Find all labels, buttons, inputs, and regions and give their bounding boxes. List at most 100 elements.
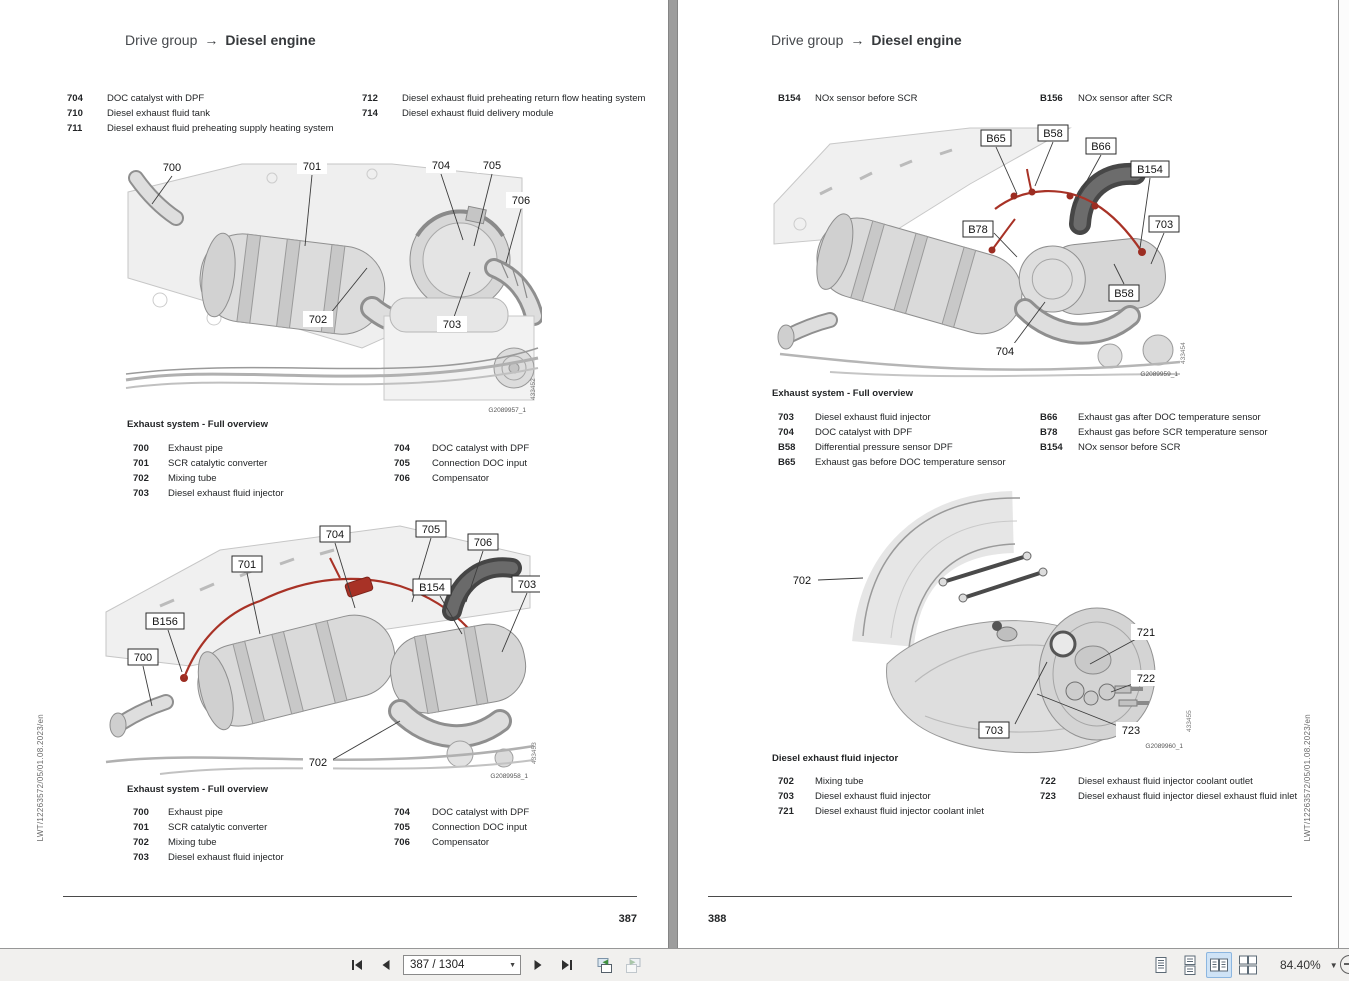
figure-ref: 433452 bbox=[530, 378, 537, 400]
first-page-button[interactable] bbox=[345, 953, 369, 977]
callout-702: 702 bbox=[303, 311, 333, 327]
legend-num: 703 bbox=[133, 488, 149, 499]
legend-label: NOx sensor before SCR bbox=[1078, 442, 1181, 453]
last-page-button[interactable] bbox=[555, 953, 579, 977]
zoom-out-button[interactable] bbox=[1340, 955, 1349, 974]
legend-label: Diesel exhaust fluid injector bbox=[815, 412, 931, 423]
legend-label: SCR catalytic converter bbox=[168, 822, 268, 833]
callout-700: 700 bbox=[157, 159, 187, 175]
doc-catalyst-art bbox=[1018, 238, 1166, 315]
callout-703: 703 bbox=[1148, 215, 1180, 233]
svg-text:B78: B78 bbox=[968, 224, 988, 236]
page-number-left: 387 bbox=[618, 913, 637, 925]
svg-text:703: 703 bbox=[518, 579, 536, 591]
zoom-dropdown-icon[interactable]: ▼ bbox=[1329, 960, 1338, 970]
callout-704: 704 bbox=[990, 343, 1020, 359]
page-dropdown-icon[interactable]: ▼ bbox=[509, 961, 516, 969]
breadcrumb-arrow-icon: → bbox=[850, 32, 865, 48]
figure-exhaust-overview-3: B65 B58 B66 B154 B78 703 B58 704 G208995… bbox=[773, 124, 1187, 378]
legend-num: 723 bbox=[1040, 791, 1056, 802]
legend-label: Compensator bbox=[432, 473, 490, 484]
legend-num: B78 bbox=[1040, 427, 1058, 438]
legend-num: B66 bbox=[1040, 412, 1058, 423]
footer-rule bbox=[708, 896, 1292, 897]
legend-num: 706 bbox=[394, 473, 410, 484]
callout-B154: B154 bbox=[412, 578, 452, 596]
legend-label: Connection DOC input bbox=[432, 458, 528, 469]
svg-text:B154: B154 bbox=[1137, 164, 1163, 176]
breadcrumb-arrow-icon: → bbox=[204, 32, 219, 48]
legend-label: Differential pressure sensor DPF bbox=[815, 442, 953, 453]
svg-text:703: 703 bbox=[985, 725, 1003, 737]
callout-B58-lower: B58 bbox=[1108, 284, 1140, 302]
svg-text:703: 703 bbox=[1155, 219, 1173, 231]
next-view-button[interactable] bbox=[621, 953, 645, 977]
zoom-level-value[interactable]: 84.40% bbox=[1280, 958, 1321, 972]
svg-text:721: 721 bbox=[1137, 627, 1155, 639]
callout-B66: B66 bbox=[1085, 137, 1117, 155]
facing-continuous-layout-icon bbox=[1239, 955, 1257, 975]
legend-label: Diesel exhaust fluid delivery module bbox=[402, 108, 554, 119]
figure-ref: 433454 bbox=[1180, 342, 1187, 364]
legend-label: SCR catalytic converter bbox=[168, 458, 268, 469]
svg-text:706: 706 bbox=[512, 195, 530, 207]
svg-text:722: 722 bbox=[1137, 673, 1155, 685]
callout-703: 703 bbox=[437, 316, 467, 332]
legend-row: 706 Compensator bbox=[394, 473, 529, 488]
next-page-button[interactable] bbox=[526, 953, 550, 977]
facing-pages-layout-button[interactable] bbox=[1206, 952, 1232, 978]
callout-706: 706 bbox=[467, 533, 499, 551]
callout-721: 721 bbox=[1131, 624, 1161, 640]
page-number-input[interactable] bbox=[410, 959, 496, 971]
legend-label: Diesel exhaust fluid preheating supply h… bbox=[107, 123, 334, 134]
next-view-icon bbox=[625, 957, 640, 973]
page-number-combobox[interactable]: ▼ bbox=[403, 955, 521, 975]
previous-page-button[interactable] bbox=[374, 953, 398, 977]
page-title: Diesel engine bbox=[225, 32, 316, 48]
previous-view-button[interactable] bbox=[592, 953, 616, 977]
first-page-icon bbox=[352, 960, 362, 970]
svg-text:706: 706 bbox=[474, 537, 492, 549]
svg-text:723: 723 bbox=[1122, 725, 1140, 737]
page-number-right: 388 bbox=[708, 913, 727, 925]
svg-text:700: 700 bbox=[163, 162, 181, 174]
callout-702: 702 bbox=[787, 572, 817, 588]
scrollbar-track[interactable] bbox=[1338, 0, 1349, 948]
legend-num: 701 bbox=[133, 822, 149, 833]
legend-label: DOC catalyst with DPF bbox=[432, 443, 530, 454]
callout-702: 702 bbox=[303, 754, 333, 770]
facing-continuous-layout-button[interactable] bbox=[1235, 952, 1261, 978]
continuous-layout-button[interactable] bbox=[1177, 952, 1203, 978]
callout-703: 703 bbox=[978, 721, 1010, 739]
single-page-layout-button[interactable] bbox=[1148, 952, 1174, 978]
legend-row: 701 SCR catalytic converter bbox=[133, 822, 284, 837]
legend-num: B154 bbox=[1040, 442, 1063, 453]
legend-label: DOC catalyst with DPF bbox=[432, 807, 530, 818]
legend-num: 703 bbox=[778, 412, 794, 423]
svg-text:B65: B65 bbox=[986, 133, 1006, 145]
previous-page-icon bbox=[382, 960, 390, 970]
legend-num: 700 bbox=[133, 443, 149, 454]
legend-num: 702 bbox=[778, 776, 794, 787]
legend-num: B65 bbox=[778, 457, 796, 468]
legend-num: B154 bbox=[778, 93, 801, 104]
doc-input-connection-art bbox=[465, 205, 487, 225]
svg-text:704: 704 bbox=[996, 346, 1014, 358]
legend-label: NOx sensor before SCR bbox=[815, 93, 918, 104]
legend-label: Diesel exhaust fluid injector bbox=[815, 791, 931, 802]
breadcrumb-group: Drive group bbox=[125, 32, 198, 48]
